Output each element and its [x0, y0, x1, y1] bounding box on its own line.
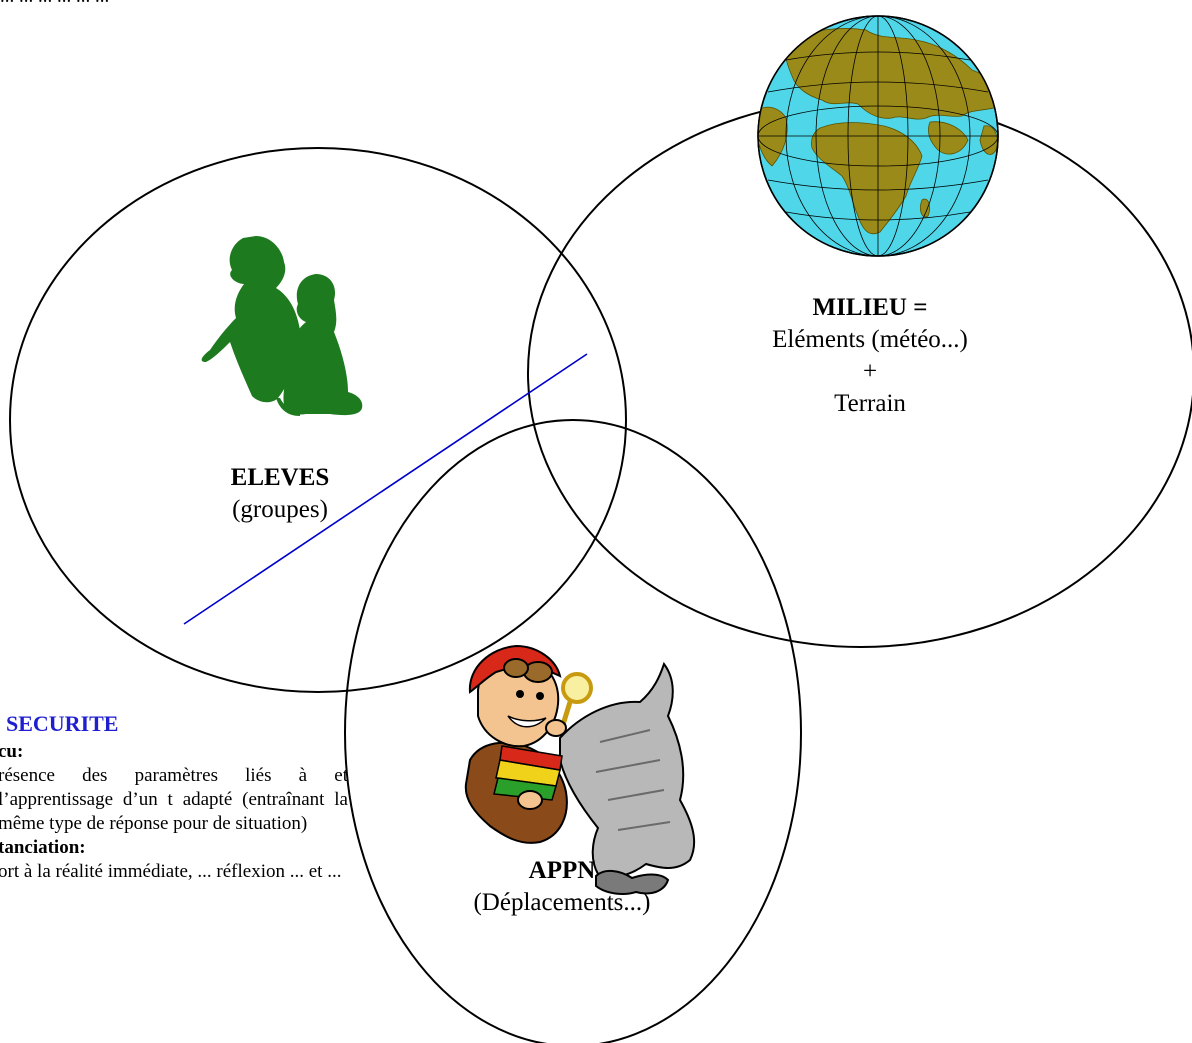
section-2-body: ort à la réalité immédiate, ... réflexio…	[0, 861, 342, 882]
milieu-label: MILIEU = Eléments (météo...) + Terrain	[720, 292, 1020, 420]
top-cropped-text: ... ... ... ... ... ...	[0, 0, 109, 8]
appn-circle	[344, 419, 802, 1043]
eleves-label: ELEVES (groupes)	[200, 462, 360, 526]
milieu-title: MILIEU =	[812, 294, 928, 321]
eleves-subtitle: (groupes)	[232, 496, 328, 523]
appn-title: APPN	[528, 857, 596, 884]
securite-heading: SECURITE	[6, 711, 119, 736]
eleves-circle	[9, 147, 627, 693]
section-1-title: cu:	[0, 741, 24, 762]
section-2-title: tanciation:	[0, 837, 86, 858]
appn-label: APPN (Déplacements...)	[432, 855, 692, 919]
explorer-with-map-icon	[464, 644, 696, 895]
milieu-line-3: Terrain	[834, 390, 906, 417]
milieu-line-2: +	[862, 358, 878, 385]
eleves-title: ELEVES	[230, 464, 330, 491]
milieu-line-1: Eléments (météo...)	[772, 326, 968, 353]
globe-icon	[757, 15, 999, 257]
section-1-body: résence des paramètres liés à et l’appre…	[0, 765, 348, 834]
children-silhouette-icon	[201, 236, 363, 416]
securite-text-block: SECURITE cu: résence des paramètres liés…	[0, 712, 348, 884]
diagonal-line	[183, 353, 588, 625]
appn-subtitle: (Déplacements...)	[473, 889, 651, 916]
